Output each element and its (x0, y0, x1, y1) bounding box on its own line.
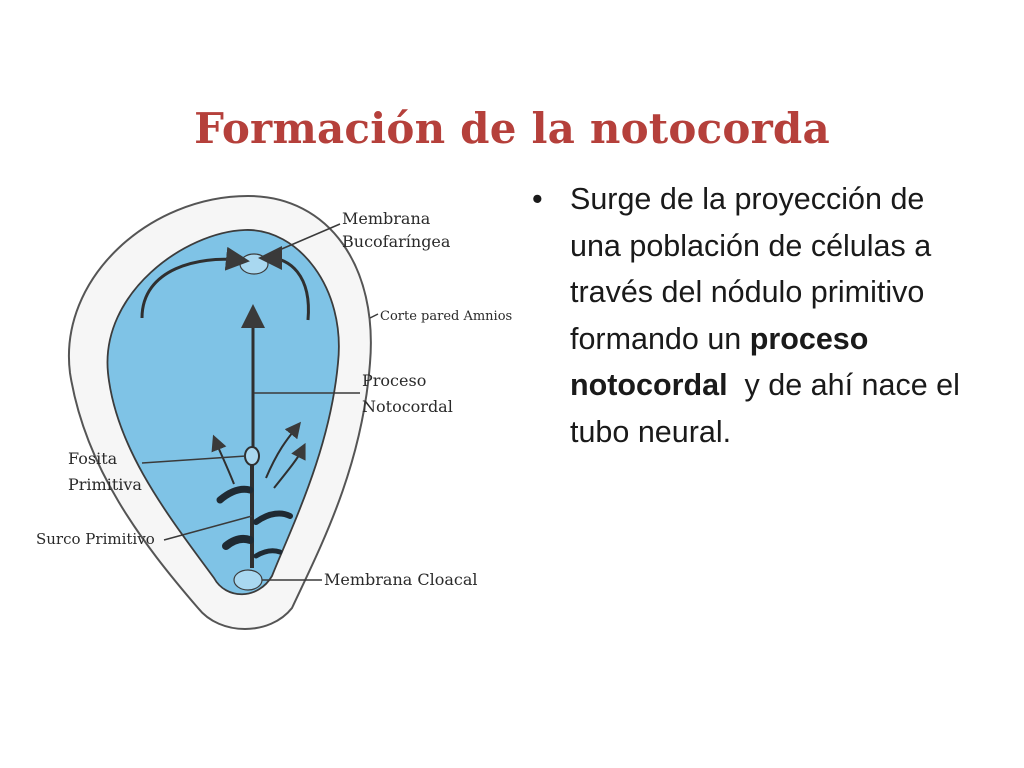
streak-mark-1 (216, 485, 254, 504)
cell-flow-arrow-1 (265, 421, 301, 479)
cell-flow-arrow-3 (211, 434, 235, 485)
label-primitiva: Primitiva (68, 475, 142, 494)
embryo-illustration: Membrana Bucofaríngea Corte pared Amnios… (36, 194, 512, 630)
leader-corte (369, 313, 379, 319)
label-surco: Surco Primitivo (36, 530, 155, 548)
label-proceso: Proceso (362, 371, 426, 390)
slide-title: Formación de la notocorda (194, 104, 830, 153)
streak-mark-2 (253, 510, 293, 525)
label-cloacal: Membrana Cloacal (324, 570, 478, 589)
leader-fosita (141, 455, 247, 464)
bullet-text-part2: y de ahí nace el tubo neural. (570, 368, 969, 449)
bullet-point: • Surge de la proyección de una població… (532, 176, 962, 455)
bullet-text: Surge de la proyección de una población … (570, 176, 962, 455)
embryonic-disc (106, 229, 340, 596)
label-fosita: Fosita (68, 449, 118, 468)
leader-membrana (269, 223, 341, 255)
label-membrana: Membrana (342, 209, 431, 228)
label-corte: Corte pared Amnios (380, 309, 512, 324)
migration-arrow-left (140, 246, 250, 319)
bucopharyngeal-membrane (239, 253, 269, 275)
bullet-text-part1: Surge de la proyección de una población … (570, 182, 932, 356)
leader-surco (163, 515, 253, 541)
primitive-pit (244, 446, 260, 466)
cloacal-membrane (233, 569, 263, 591)
bullet-bold-term: proceso notocordal (570, 321, 869, 403)
streak-mark-3 (222, 534, 254, 550)
bullet-marker: • (532, 182, 543, 216)
label-notocordal: Notocordal (362, 397, 453, 416)
label-bucofaringea: Bucofaríngea (342, 232, 451, 251)
cell-flow-arrow-2 (273, 442, 306, 489)
notochord-diagram: Membrana Bucofaríngea Corte pared Amnios… (30, 188, 520, 638)
migration-arrow-right (258, 246, 310, 321)
streak-mark-4 (253, 548, 283, 559)
